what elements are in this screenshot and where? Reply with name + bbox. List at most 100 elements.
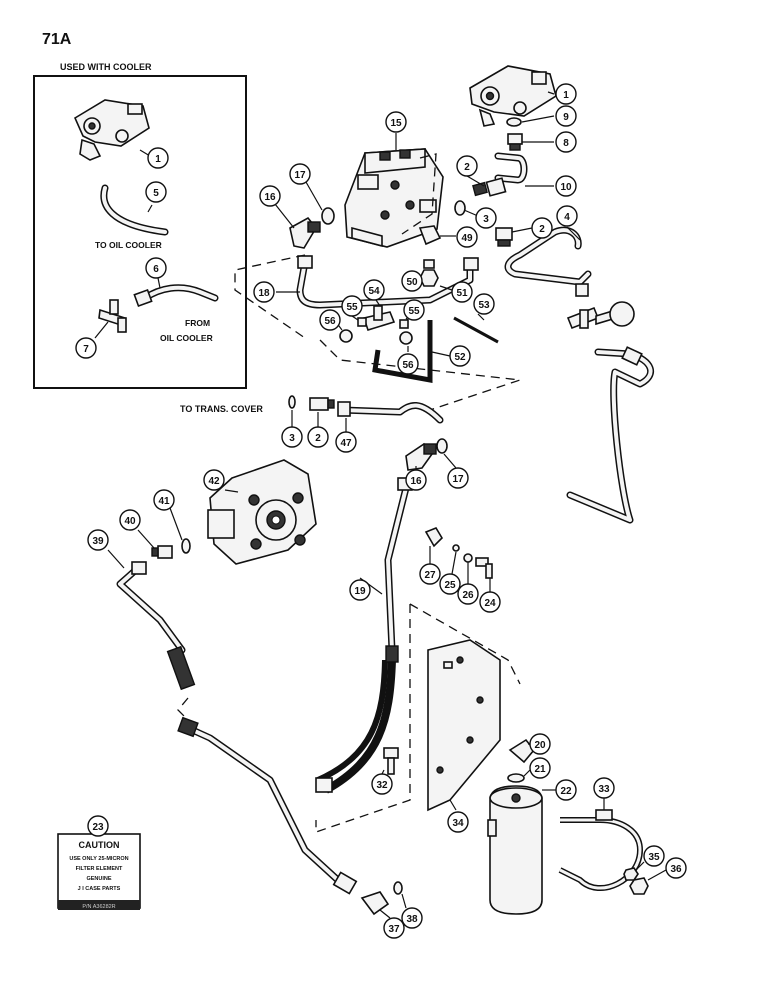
callout-49: 49 <box>456 226 478 248</box>
svg-text:3: 3 <box>289 433 295 444</box>
svg-text:36: 36 <box>670 864 682 875</box>
nut-36 <box>629 877 649 895</box>
callout-15: 15 <box>385 111 407 133</box>
svg-text:20: 20 <box>534 740 546 751</box>
callout-47: 47 <box>335 431 357 453</box>
callout-22: 22 <box>555 779 577 801</box>
fitting-8 <box>507 133 523 151</box>
svg-text:26: 26 <box>462 590 474 601</box>
svg-text:1: 1 <box>155 154 161 165</box>
callout-5: 5 <box>145 181 167 203</box>
callout-52: 52 <box>449 345 471 367</box>
svg-text:24: 24 <box>484 598 496 609</box>
callout-17-upper: 17 <box>289 163 311 185</box>
page-label: 71A <box>42 31 72 48</box>
svg-text:34: 34 <box>452 818 464 829</box>
caution-line2: FILTER ELEMENT <box>76 866 123 872</box>
elbow-16-lower <box>405 442 437 471</box>
caution-decal-23: CAUTION USE ONLY 25-MICRON FILTER ELEMEN… <box>57 833 141 910</box>
callout-8: 8 <box>555 131 577 153</box>
cap-56-right <box>399 331 413 345</box>
callout-55-right: 55 <box>403 299 425 321</box>
o-ring-21 <box>507 773 525 783</box>
elbow-37 <box>360 891 390 916</box>
hose-19 <box>324 659 396 794</box>
svg-text:41: 41 <box>158 496 170 507</box>
callout-6: 6 <box>145 257 167 279</box>
inset-heading: USED WITH COOLER <box>60 62 152 72</box>
o-ring-17-upper <box>321 207 335 225</box>
svg-text:39: 39 <box>92 536 104 547</box>
inset-valve <box>73 99 150 161</box>
tube-18 <box>296 258 474 309</box>
svg-text:40: 40 <box>124 516 136 527</box>
nut-51 <box>419 269 439 287</box>
svg-text:47: 47 <box>340 438 352 449</box>
o-ring-3-lower <box>288 395 296 409</box>
svg-text:2: 2 <box>315 433 321 444</box>
svg-text:49: 49 <box>461 233 473 244</box>
elbow-16-upper <box>289 216 321 249</box>
hydraulic-pump-42 <box>207 459 317 565</box>
tee-fitting-upper <box>566 301 635 330</box>
callout-56-left: 56 <box>319 309 341 331</box>
callout-35: 35 <box>643 845 665 867</box>
caution-footer: P/N A36282R <box>82 904 115 910</box>
svg-text:10: 10 <box>560 182 572 193</box>
svg-text:16: 16 <box>264 192 276 203</box>
callout-2-trans: 2 <box>307 426 329 448</box>
svg-text:25: 25 <box>444 580 456 591</box>
washer-25 <box>452 544 460 552</box>
cap-56-left <box>339 329 353 343</box>
callout-36: 36 <box>665 857 687 879</box>
callout-10: 10 <box>555 175 577 197</box>
to-trans-cover-label: TO TRANS. COVER <box>180 404 263 414</box>
plug-50 <box>423 259 435 269</box>
callout-51: 51 <box>451 281 473 303</box>
svg-text:56: 56 <box>324 316 336 327</box>
svg-text:9: 9 <box>563 112 569 123</box>
svg-text:6: 6 <box>153 264 159 275</box>
callout-39: 39 <box>87 529 109 551</box>
svg-text:35: 35 <box>648 852 660 863</box>
hose-52 <box>372 320 433 383</box>
callout-40: 40 <box>119 509 141 531</box>
svg-text:7: 7 <box>83 344 89 355</box>
caution-line3: GENUINE <box>86 876 111 882</box>
inset-used-with-cooler: USED WITH COOLER TO OIL COOLER FROM OIL … <box>33 62 247 389</box>
washer-26 <box>463 553 473 563</box>
callout-3-upper: 3 <box>475 207 497 229</box>
svg-text:5: 5 <box>153 188 159 199</box>
callout-2-upper: 2 <box>456 155 478 177</box>
callout-21: 21 <box>529 757 551 779</box>
callout-4: 4 <box>556 205 578 227</box>
callout-9: 9 <box>555 105 577 127</box>
callouts: 1 5 6 7 1 9 8 10 15 2 3 2 4 16 17 49 18 … <box>75 83 687 939</box>
caution-title: CAUTION <box>79 840 120 850</box>
caution-line4: J I CASE PARTS <box>78 886 121 892</box>
callout-32: 32 <box>371 773 393 795</box>
svg-text:55: 55 <box>408 306 420 317</box>
svg-text:8: 8 <box>563 138 569 149</box>
o-ring-3-upper <box>454 200 466 216</box>
inset-tee-fitting <box>98 299 127 333</box>
callout-2-lower: 2 <box>531 217 553 239</box>
svg-text:2: 2 <box>464 162 470 173</box>
ring-55-left <box>357 317 367 327</box>
to-oil-cooler-label: TO OIL COOLER <box>95 240 162 250</box>
svg-text:17: 17 <box>452 474 464 485</box>
callout-38: 38 <box>401 907 423 929</box>
callout-56-right: 56 <box>397 353 419 375</box>
fitting-2-upper <box>472 177 507 197</box>
inset-border <box>33 75 247 389</box>
callout-16-upper: 16 <box>259 185 281 207</box>
elbow-49 <box>418 225 442 246</box>
fitting-2-lower <box>495 227 513 247</box>
callout-20: 20 <box>529 733 551 755</box>
svg-text:23: 23 <box>92 822 104 833</box>
tee-54 <box>362 305 396 331</box>
callout-17-lower: 17 <box>447 467 469 489</box>
fitting-27 <box>424 527 444 548</box>
svg-text:38: 38 <box>406 914 418 925</box>
